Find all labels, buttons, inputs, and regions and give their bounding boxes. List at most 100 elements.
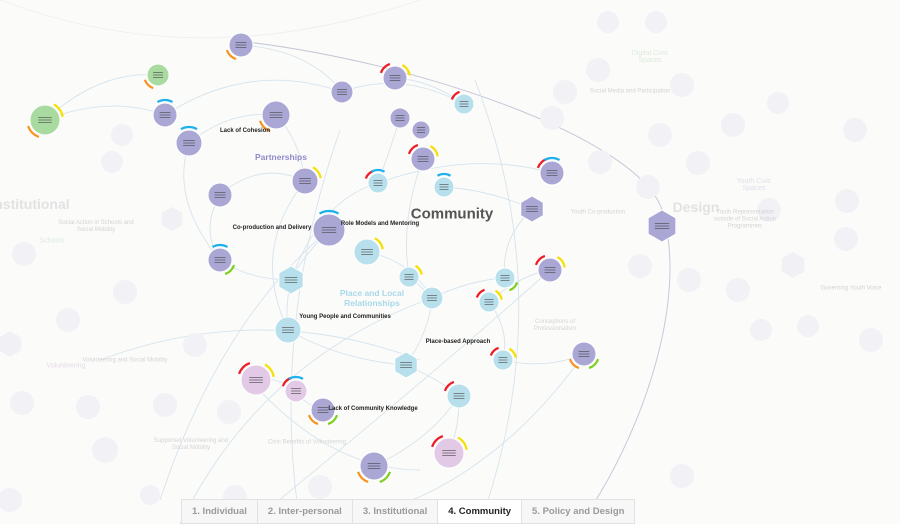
faded-node[interactable] bbox=[217, 400, 241, 424]
faded-node[interactable] bbox=[750, 319, 772, 341]
circle-node[interactable] bbox=[258, 100, 291, 133]
circle-node[interactable] bbox=[389, 107, 411, 129]
faded-node[interactable] bbox=[588, 150, 612, 174]
node-text-lines bbox=[459, 103, 469, 105]
circle-node[interactable] bbox=[379, 62, 411, 91]
faded-node[interactable] bbox=[586, 58, 610, 82]
circle-node[interactable] bbox=[433, 172, 455, 198]
circle-node[interactable] bbox=[291, 166, 322, 195]
faded-node[interactable] bbox=[670, 464, 694, 488]
circle-node[interactable] bbox=[420, 286, 444, 310]
rating-arc bbox=[143, 79, 154, 90]
tab-inter-personal[interactable]: 2. Inter-personal bbox=[258, 500, 353, 523]
node-text-lines bbox=[484, 301, 494, 303]
circle-node[interactable] bbox=[407, 143, 439, 172]
faded-node[interactable] bbox=[757, 198, 781, 222]
faded-node[interactable] bbox=[628, 254, 652, 278]
faded-node[interactable] bbox=[308, 475, 332, 499]
circle-node[interactable] bbox=[411, 120, 431, 140]
circle-node[interactable] bbox=[353, 237, 384, 266]
faded-node[interactable] bbox=[597, 11, 619, 33]
faded-node[interactable] bbox=[0, 331, 22, 357]
circle-node[interactable] bbox=[431, 435, 468, 469]
circle-node[interactable] bbox=[443, 380, 472, 409]
faded-theme-label: Youth Co-production bbox=[570, 209, 626, 216]
faded-node[interactable] bbox=[12, 242, 36, 266]
faded-node[interactable] bbox=[10, 391, 34, 415]
circle-node[interactable] bbox=[281, 375, 308, 403]
faded-node[interactable] bbox=[677, 268, 701, 292]
circle-node[interactable] bbox=[489, 346, 517, 371]
faded-node[interactable] bbox=[183, 333, 207, 357]
faded-node[interactable] bbox=[111, 124, 133, 146]
node-text-lines bbox=[291, 388, 301, 389]
hexagon-node[interactable] bbox=[394, 351, 418, 379]
circle-node[interactable] bbox=[238, 362, 275, 396]
faded-node[interactable] bbox=[834, 227, 858, 251]
node-text-lines bbox=[214, 194, 226, 196]
faded-node[interactable] bbox=[670, 73, 694, 97]
circle-node[interactable] bbox=[356, 451, 392, 484]
circle-node[interactable] bbox=[568, 341, 600, 370]
faded-node[interactable] bbox=[113, 280, 137, 304]
circle-node[interactable] bbox=[225, 32, 254, 61]
node-text-lines bbox=[526, 211, 538, 212]
faded-node[interactable] bbox=[781, 252, 805, 278]
rating-arc bbox=[370, 168, 386, 173]
edge bbox=[164, 79, 343, 116]
circle-node[interactable] bbox=[27, 103, 64, 138]
circle-node[interactable] bbox=[330, 80, 354, 104]
faded-node[interactable] bbox=[636, 175, 660, 199]
faded-node[interactable] bbox=[835, 189, 859, 213]
node-text-lines bbox=[498, 362, 508, 363]
circle-node[interactable] bbox=[364, 168, 389, 194]
circle-node[interactable] bbox=[143, 63, 170, 90]
node-text-lines bbox=[427, 300, 437, 301]
tab-policy-and-design[interactable]: 5. Policy and Design bbox=[532, 506, 625, 517]
node-text-lines bbox=[416, 127, 426, 128]
circle-node[interactable] bbox=[494, 267, 519, 292]
circle-node[interactable] bbox=[312, 209, 346, 247]
node-text-lines bbox=[498, 357, 508, 358]
faded-node[interactable] bbox=[540, 106, 564, 130]
circle-node[interactable] bbox=[534, 254, 566, 283]
faded-node[interactable] bbox=[553, 80, 577, 104]
circle-node[interactable] bbox=[207, 243, 236, 276]
node-text-lines bbox=[578, 351, 590, 352]
tab-community[interactable]: 4. Community bbox=[438, 500, 523, 523]
faded-node[interactable] bbox=[645, 11, 667, 33]
faded-node[interactable] bbox=[767, 92, 789, 114]
circle-node[interactable] bbox=[475, 288, 503, 313]
faded-node[interactable] bbox=[686, 151, 710, 175]
faded-node[interactable] bbox=[92, 437, 118, 463]
circle-node[interactable] bbox=[307, 397, 339, 426]
hexagon-node[interactable] bbox=[647, 209, 677, 243]
faded-node[interactable] bbox=[0, 488, 22, 512]
hexagon-node[interactable] bbox=[278, 265, 304, 295]
circle-node[interactable] bbox=[152, 98, 178, 128]
tab-institutional[interactable]: 3. Institutional bbox=[353, 500, 439, 523]
circle-node[interactable] bbox=[175, 125, 203, 157]
faded-node[interactable] bbox=[153, 393, 177, 417]
circle-node[interactable] bbox=[450, 90, 475, 115]
circle-node[interactable] bbox=[207, 182, 233, 208]
faded-node[interactable] bbox=[161, 207, 183, 231]
faded-node[interactable] bbox=[797, 315, 819, 337]
faded-node[interactable] bbox=[56, 308, 80, 332]
faded-node[interactable] bbox=[140, 485, 160, 505]
faded-node[interactable] bbox=[101, 151, 123, 173]
faded-node[interactable] bbox=[721, 113, 745, 137]
faded-theme-label: Social Action in Schools and Social Mobi… bbox=[58, 220, 134, 233]
faded-node[interactable] bbox=[726, 278, 750, 302]
faded-node[interactable] bbox=[76, 395, 100, 419]
faded-node[interactable] bbox=[859, 328, 883, 352]
faded-node[interactable] bbox=[843, 118, 867, 142]
tab-individual[interactable]: 1. Individual bbox=[182, 500, 258, 523]
faded-node[interactable] bbox=[648, 123, 672, 147]
circle-node[interactable] bbox=[274, 316, 302, 344]
circle-node[interactable] bbox=[398, 264, 423, 288]
hexagon-node[interactable] bbox=[520, 195, 544, 223]
node-text-lines bbox=[404, 276, 414, 278]
circle-node[interactable] bbox=[536, 156, 565, 186]
